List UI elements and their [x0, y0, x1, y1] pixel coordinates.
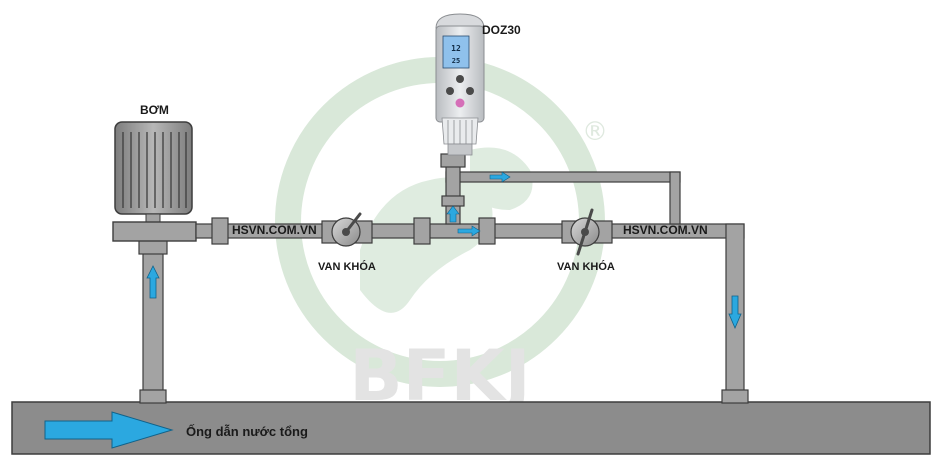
fitting-2: [413, 217, 431, 245]
fitting-1: [211, 217, 229, 245]
return-fitting: [721, 389, 749, 404]
pump-label: BƠM: [140, 103, 169, 117]
device-screen: [442, 35, 470, 69]
valve-left-label: VAN KHÓA: [318, 261, 376, 273]
pump-motor: [114, 121, 193, 215]
riser-coupling: [441, 195, 465, 207]
suction-flow-arrow: [146, 265, 160, 299]
watermark-registered: ®: [582, 117, 608, 147]
device-button-top[interactable]: [456, 75, 464, 83]
pump-body: [112, 221, 197, 242]
suction-fitting: [139, 389, 167, 404]
device-label: DOZ30: [482, 23, 521, 37]
bypass-flow-arrow: [489, 171, 511, 183]
power-icon[interactable]: [455, 98, 465, 108]
main-pipe: [11, 401, 931, 455]
valve-right-label: VAN KHÓA: [557, 261, 615, 273]
bypass-top-pipe: [445, 171, 681, 183]
bypass-right-pipe: [669, 171, 681, 225]
device-screen-line2: 25: [452, 57, 460, 65]
watermark-globe: [360, 177, 493, 313]
device-screen-line1: 12: [451, 44, 461, 53]
device-neck: [447, 143, 473, 156]
pump: [112, 121, 197, 242]
pump-coupling: [145, 213, 161, 223]
device-button-right[interactable]: [466, 87, 474, 95]
site-label-left: HSVN.COM.VN: [232, 223, 317, 237]
site-label-right: HSVN.COM.VN: [623, 223, 708, 237]
device-cap: [435, 13, 485, 29]
doz30-device: 12 25: [435, 13, 485, 156]
device-button-left[interactable]: [446, 87, 454, 95]
fitting-3: [478, 217, 496, 245]
valve-right: [561, 208, 613, 256]
main-flow-arrow: [44, 411, 174, 449]
main-pipe-label: Ống dẫn nước tổng: [186, 424, 308, 439]
valve-left: [321, 212, 373, 247]
sensor-fitting: [440, 153, 466, 168]
tee-flow-arrow: [457, 225, 481, 237]
riser-flow-arrow: [446, 205, 460, 223]
return-flow-arrow: [728, 295, 742, 330]
suction-flange: [138, 239, 168, 255]
